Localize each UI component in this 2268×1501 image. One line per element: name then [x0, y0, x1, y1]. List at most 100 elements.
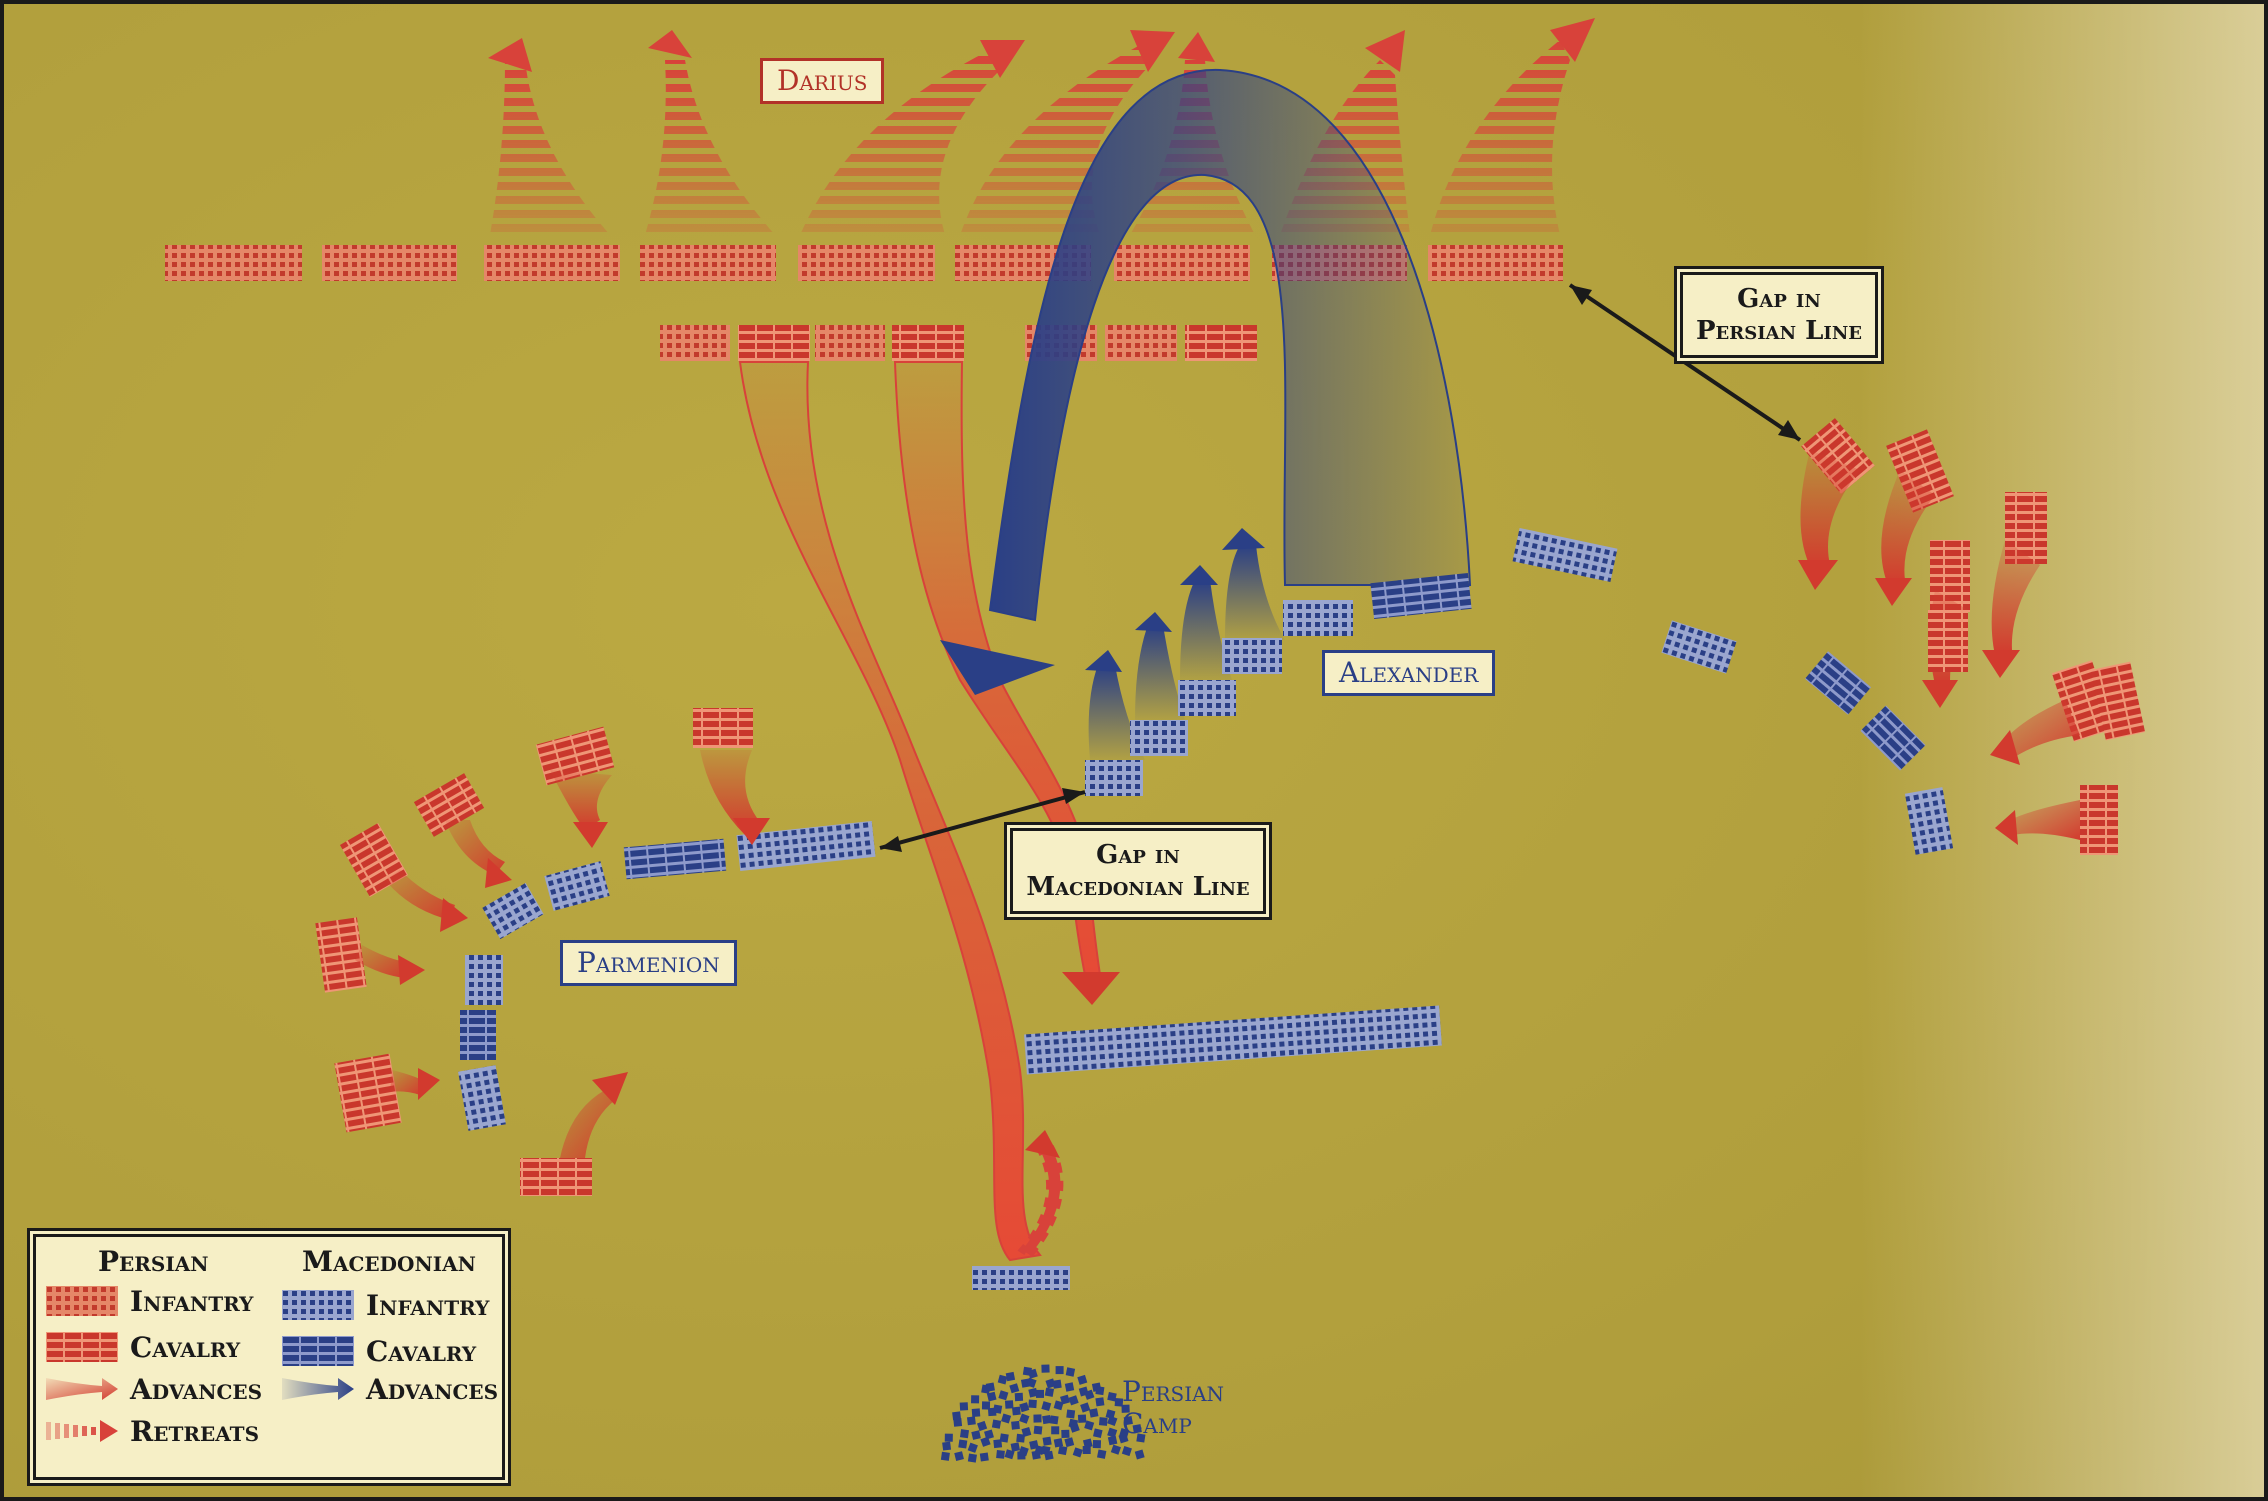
macedonian-advance-arc	[988, 68, 1472, 622]
camp-tent	[1105, 1409, 1116, 1420]
connector-arrowhead	[880, 836, 902, 852]
macedonian-cavalry-block	[1860, 705, 1926, 771]
camp-tent	[1092, 1439, 1102, 1449]
legend-label: Retreats	[130, 1414, 260, 1448]
legend-macedonian-cavalry: Cavalry	[282, 1333, 476, 1369]
persian-advance-arrowhead	[440, 898, 468, 932]
macedonian-infantry-block	[482, 882, 544, 940]
macedonian-infantry-block	[544, 861, 610, 911]
camp-tent	[999, 1433, 1009, 1443]
retreat-arrow	[960, 45, 1150, 235]
persian-cavalry-block	[520, 1158, 592, 1196]
camp-tent	[1095, 1386, 1105, 1396]
macedonian-camp-guard	[972, 1266, 1070, 1290]
macedonian-right-wing	[1085, 527, 1954, 855]
legend-persian-infantry: Infantry	[46, 1283, 253, 1319]
persian-cavalry-block	[2080, 785, 2118, 855]
legend-persian-retreats: Retreats	[46, 1413, 259, 1449]
persian-advance-arrowhead	[485, 858, 512, 888]
persian-advance-arrowhead	[733, 818, 770, 845]
persian-breakthrough	[738, 361, 1120, 1262]
camp-tent	[1018, 1446, 1029, 1457]
camp-tent	[1084, 1420, 1095, 1431]
persian-cavalry-block	[413, 773, 485, 837]
persian-advance-swatch	[46, 1378, 118, 1400]
parmenion-label: Parmenion	[560, 940, 737, 986]
camp-tent	[1061, 1429, 1070, 1439]
camp-tent	[993, 1439, 1003, 1449]
camp-tent	[1066, 1409, 1076, 1419]
camp-tent	[1093, 1428, 1103, 1438]
camp-tent	[1084, 1389, 1095, 1400]
connector-arrowhead	[1570, 285, 1592, 305]
legend-label: Advances	[130, 1372, 263, 1406]
macedonian-advance-arrowhead	[1135, 612, 1172, 632]
camp-tent	[986, 1391, 997, 1402]
macedonian-advance-arrowhead	[1222, 528, 1265, 550]
camp-tent	[1132, 1424, 1142, 1434]
persian-advance-arrowhead	[1982, 650, 2020, 678]
camp-tent	[1029, 1440, 1039, 1450]
camp-tent	[971, 1395, 980, 1404]
camp-tent	[991, 1419, 1002, 1429]
camp-tent	[1044, 1387, 1055, 1397]
retreat-arrow	[800, 50, 1000, 235]
camp-tent	[1028, 1399, 1037, 1409]
camp-tent	[1042, 1415, 1052, 1425]
camp-tent	[981, 1401, 991, 1410]
camp-tent	[1064, 1437, 1075, 1448]
camp-tent	[1021, 1427, 1032, 1437]
persian-infantry-block	[815, 325, 885, 361]
camp-tent	[1110, 1444, 1121, 1455]
persian-advance-arrowhead	[1990, 730, 2020, 765]
camp-tent	[984, 1429, 994, 1440]
camp-tent	[954, 1451, 964, 1461]
macedonian-infantry-block	[1512, 527, 1618, 583]
retreat-arrowhead	[648, 30, 692, 58]
camp-tent	[967, 1453, 977, 1463]
camp-tent	[1123, 1415, 1133, 1426]
persian-advance-arrowhead	[1995, 810, 2018, 845]
persian-advance-stream	[738, 361, 1042, 1262]
legend-persian-cavalry: Cavalry	[46, 1329, 240, 1365]
gap-macedonian-line-connector	[879, 790, 1086, 850]
camp-tent	[997, 1374, 1008, 1385]
camp-tent	[1016, 1433, 1025, 1443]
legend-macedonian-advances: Advances	[282, 1371, 498, 1407]
macedonian-infantry-block	[1661, 620, 1737, 674]
persian-retreat-curl	[1017, 1141, 1064, 1259]
persian-advance-arrowhead	[592, 1072, 628, 1105]
camp-tent	[1010, 1442, 1020, 1452]
legend-persian-advances: Advances	[46, 1371, 262, 1407]
persian-infantry-swatch	[46, 1286, 118, 1316]
macedonian-infantry-block	[736, 820, 876, 872]
camp-tent	[940, 1451, 950, 1461]
legend-macedonian-heading: Macedonian	[302, 1245, 476, 1278]
persian-cavalry-block	[334, 1053, 402, 1133]
persian-cavalry-block	[2051, 660, 2115, 742]
retreat-arrowhead	[1550, 18, 1595, 62]
darius-label: Darius	[760, 58, 885, 104]
retreat-arrowhead	[980, 40, 1025, 78]
camp-tent	[1001, 1413, 1012, 1424]
camp-tent	[1042, 1436, 1052, 1446]
macedonian-infantry-block	[1130, 720, 1188, 756]
persian-camp-label: Persian Camp	[1122, 1376, 1224, 1440]
legend-label: Advances	[366, 1372, 499, 1406]
camp-tent	[959, 1402, 969, 1411]
camp-tent	[1080, 1402, 1091, 1413]
persian-cavalry-block	[693, 708, 753, 748]
persian-cavalry-swatch	[46, 1332, 118, 1362]
camp-tent	[1053, 1400, 1064, 1411]
camp-tent	[958, 1439, 968, 1449]
persian-advance-arrowhead	[1922, 680, 1958, 708]
camp-tent	[1082, 1438, 1093, 1449]
macedonian-left-wing	[458, 820, 876, 1131]
legend-label: Cavalry	[366, 1334, 477, 1368]
legend-macedonian-infantry: Infantry	[282, 1287, 489, 1323]
camp-tent	[942, 1441, 952, 1451]
macedonian-cavalry-swatch	[282, 1336, 354, 1366]
camp-tent	[1114, 1398, 1124, 1407]
camp-tent	[1107, 1391, 1117, 1402]
